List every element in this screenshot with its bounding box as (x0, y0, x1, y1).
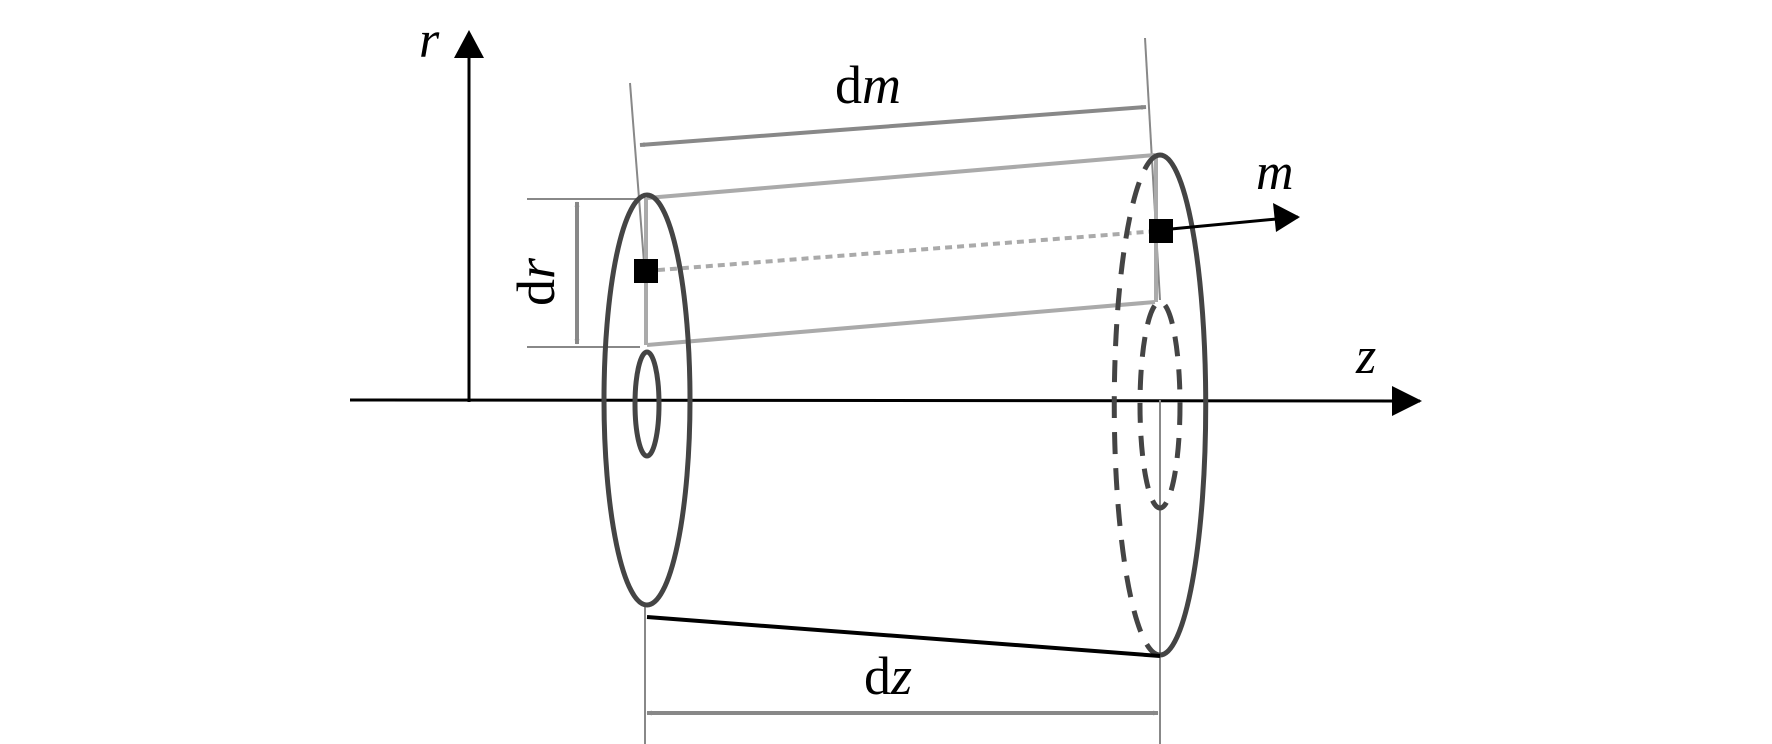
hub-profile-line (646, 615, 1161, 658)
z-axis-label: z (1355, 328, 1376, 385)
inlet-outer-ellipse (601, 192, 693, 608)
dz-label-prefix: d (864, 646, 891, 706)
stream-tube-upper-edge (646, 153, 1156, 200)
dm-label: dm (835, 55, 901, 115)
z-axis (349, 398, 1421, 403)
stream-tube-lower-edge (646, 300, 1156, 347)
meridional-streamline (645, 229, 1159, 273)
fluid-elements (634, 203, 1300, 283)
dz-label-variable: z (890, 646, 912, 706)
dr-label-variable: r (506, 257, 566, 279)
inlet-fluid-element (634, 259, 658, 283)
inlet-reference-line (629, 82, 646, 276)
r-axis-arrowhead (454, 30, 484, 58)
dm-label-prefix: d (835, 55, 862, 115)
dm-label-variable: m (862, 55, 901, 115)
outlet-outer-visible-arc (1159, 152, 1209, 658)
outlet-fluid-element (1149, 219, 1173, 243)
dr-label: dr (506, 257, 566, 306)
m-vector-label: m (1256, 144, 1294, 201)
stream-tube (644, 153, 1159, 347)
dz-label: dz (864, 646, 912, 706)
meridional-direction-arrowhead (1273, 203, 1300, 232)
dimension-arrows (574, 104, 1159, 716)
r-axis-label: r (419, 12, 440, 69)
dm-dimension-arrow (639, 104, 1147, 148)
annular-element (601, 152, 1209, 658)
z-axis-arrowhead (1392, 386, 1422, 416)
outlet-outer-hidden-arc (1111, 152, 1161, 658)
coordinate-axes (349, 30, 1422, 416)
dr-label-prefix: d (506, 279, 566, 306)
outlet-inner-hidden-ellipse (1137, 299, 1183, 511)
extension-lines (527, 37, 1161, 744)
inlet-inner-ellipse (632, 349, 662, 459)
